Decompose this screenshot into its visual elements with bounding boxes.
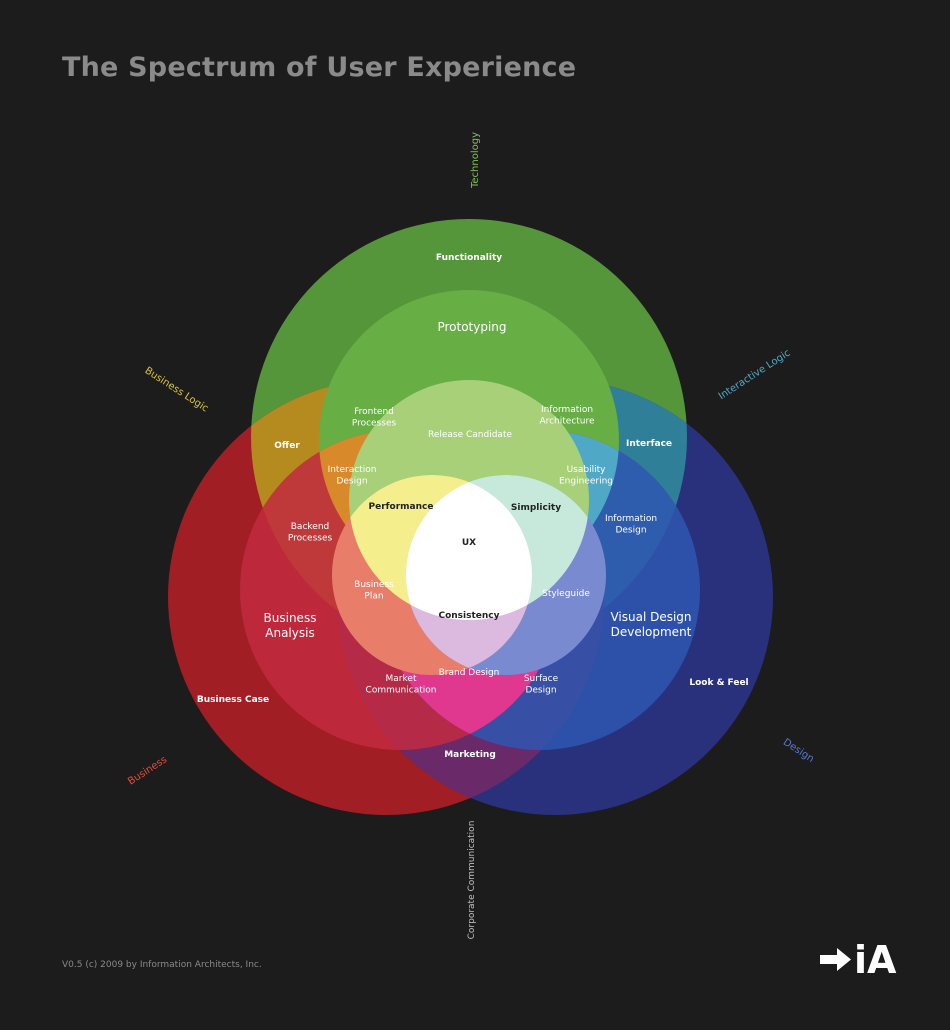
arrow-right-icon: [820, 948, 851, 971]
axis-design: Design: [781, 737, 816, 765]
label-offer: Offer: [274, 441, 300, 451]
footer-copyright: V0.5 (c) 2009 by Information Architects,…: [62, 960, 262, 970]
label-marketing: Marketing: [444, 750, 496, 760]
label-ux: UX: [462, 538, 476, 548]
label-performance: Performance: [369, 502, 434, 512]
label-functionality: Functionality: [436, 253, 502, 263]
label-styleguide: Styleguide: [542, 589, 590, 599]
label-simplicity: Simplicity: [511, 503, 561, 513]
page-title: The Spectrum of User Experience: [62, 52, 577, 83]
axis-business: Business: [126, 754, 169, 787]
axis-corporate-communication: Corporate Communication: [467, 821, 477, 940]
label-brand-design: Brand Design: [439, 668, 500, 678]
ux-center: [406, 475, 532, 620]
label-prototyping: Prototyping: [437, 320, 506, 334]
axis-interactive-logic: Interactive Logic: [717, 348, 793, 403]
label-look-and-feel: Look & Feel: [689, 678, 748, 688]
label-consistency: Consistency: [438, 611, 499, 621]
label-release-candidate: Release Candidate: [428, 430, 512, 440]
axis-technology: Technology: [470, 132, 481, 189]
ia-logo-text: iA: [854, 938, 897, 980]
label-business-case: Business Case: [197, 695, 269, 705]
ia-logo: iA: [820, 938, 897, 980]
axis-business-logic: Business Logic: [143, 365, 211, 414]
label-interface: Interface: [626, 439, 672, 449]
